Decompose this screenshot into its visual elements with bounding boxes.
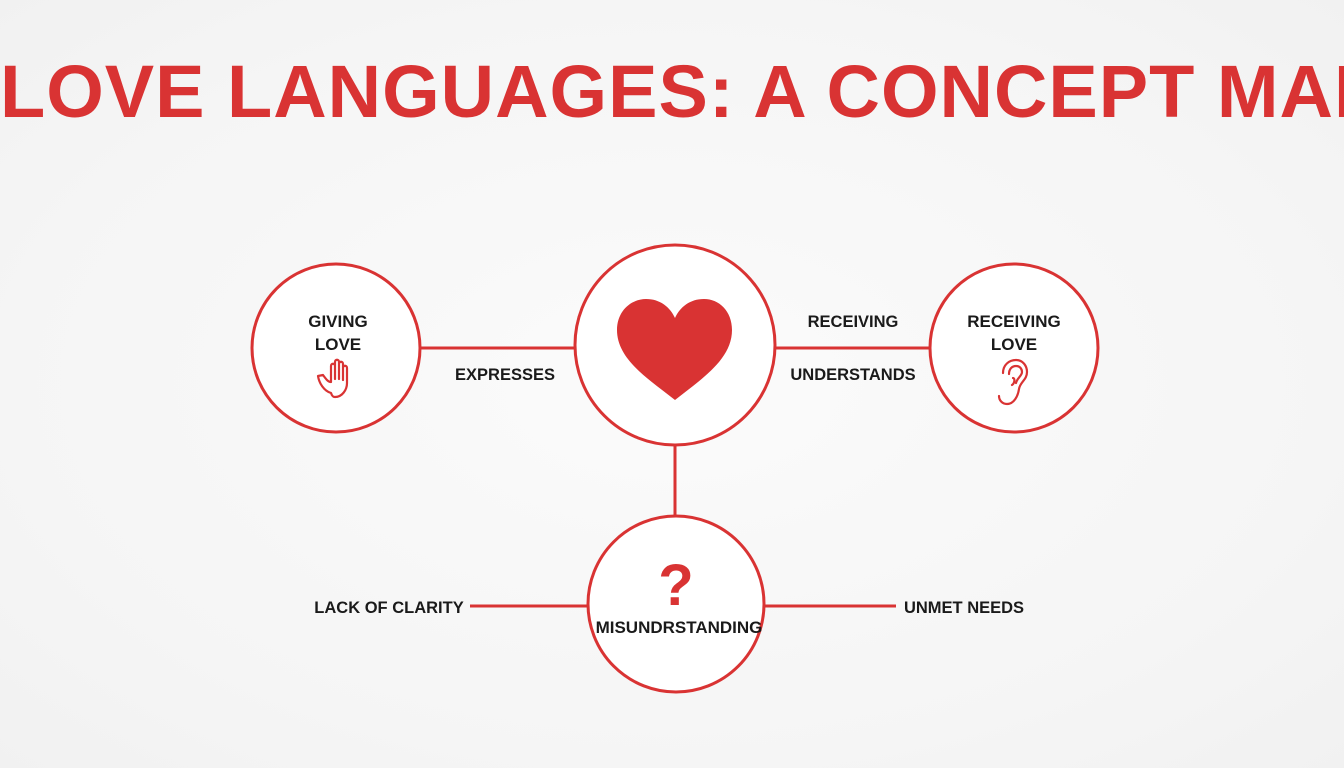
node-giving-love: GIVING LOVE bbox=[250, 262, 422, 434]
page-title: LOVE LANGUAGES: A CONCEPT MAP bbox=[0, 50, 1344, 133]
edge-label-lack-of-clarity: LACK OF CLARITY bbox=[314, 599, 463, 617]
ear-icon bbox=[997, 358, 1029, 406]
connectors bbox=[420, 346, 932, 608]
node-misunderstanding: ? MISUNDRSTANDING bbox=[586, 514, 766, 694]
edge-label-unmet-needs: UNMET NEEDS bbox=[904, 599, 1024, 617]
node-giving-love-label-line2: LOVE bbox=[315, 335, 361, 354]
node-misunderstanding-label: MISUNDRSTANDING bbox=[596, 618, 763, 637]
node-misunderstanding-circle bbox=[586, 514, 766, 694]
edge-label-expresses: EXPRESSES bbox=[455, 366, 555, 384]
node-receiving-love-label-line1: RECEIVING bbox=[967, 312, 1061, 331]
node-giving-love-label-line1: GIVING bbox=[308, 312, 368, 331]
node-receiving-love: RECEIVING LOVE bbox=[928, 262, 1100, 434]
heart-icon bbox=[617, 299, 732, 400]
node-receiving-love-circle bbox=[928, 262, 1100, 434]
edge-label-understands: UNDERSTANDS bbox=[790, 366, 915, 384]
edge-label-receiving: RECEIVING bbox=[808, 313, 899, 331]
node-receiving-love-label-line2: LOVE bbox=[991, 335, 1037, 354]
node-giving-love-circle bbox=[250, 262, 422, 434]
node-center-heart bbox=[573, 243, 777, 447]
question-mark-icon: ? bbox=[658, 553, 693, 618]
hand-icon bbox=[316, 358, 349, 399]
